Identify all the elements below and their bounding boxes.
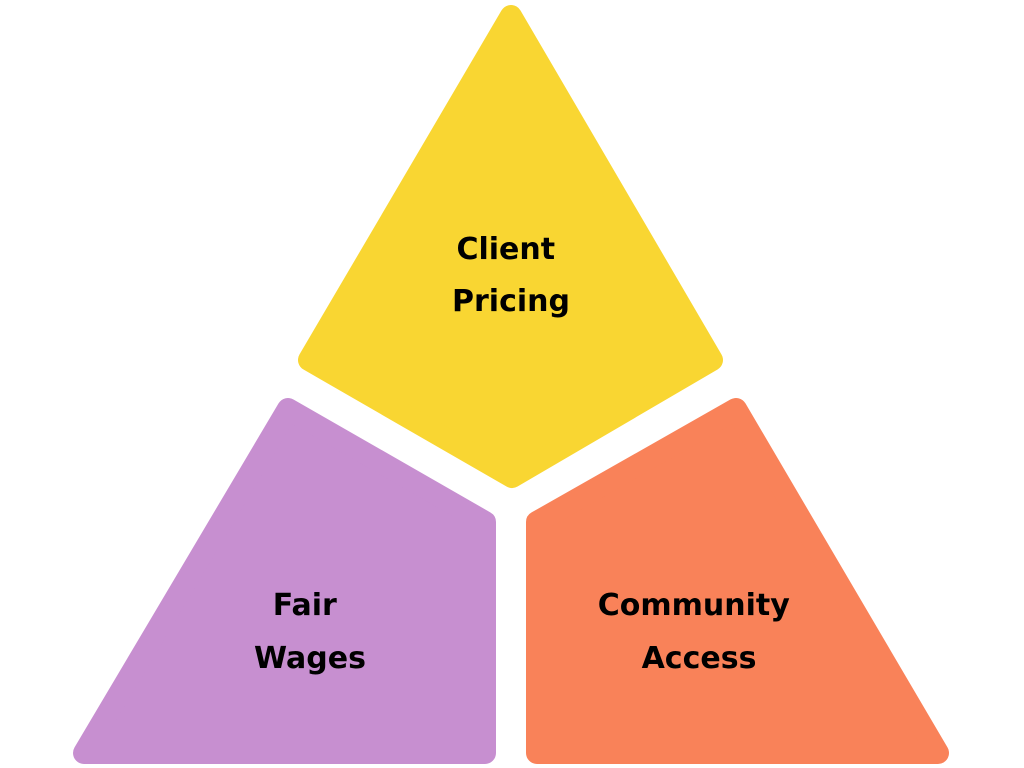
segment-client-pricing-line-1: Client	[456, 232, 555, 267]
segment-community-access-line-1: Community	[598, 588, 790, 623]
segment-client-pricing: Client Pricing	[298, 5, 723, 488]
segment-community-access-line-2: Access	[642, 641, 757, 676]
segment-community-access: Community Access	[526, 398, 949, 764]
segment-fair-wages: Fair Wages	[73, 398, 496, 764]
segment-community-access-label: Community Access	[598, 588, 801, 676]
segment-fair-wages-line-2: Wages	[254, 641, 366, 676]
segment-fair-wages-label: Fair Wages	[254, 588, 366, 676]
segment-client-pricing-label: Client Pricing	[452, 232, 570, 319]
segment-community-access-shape	[526, 398, 949, 764]
segment-client-pricing-line-2: Pricing	[452, 284, 570, 319]
segment-client-pricing-shape	[298, 5, 723, 488]
segment-fair-wages-shape	[73, 398, 496, 764]
segment-fair-wages-line-1: Fair	[273, 588, 337, 623]
